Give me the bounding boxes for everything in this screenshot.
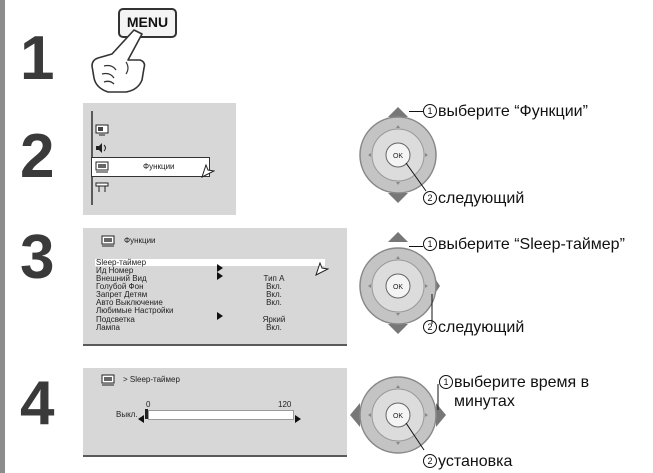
row-label-favorites[interactable]: Любимые Настройки bbox=[96, 306, 174, 315]
ok-label: OK bbox=[393, 284, 403, 291]
step-number-4: 4 bbox=[20, 369, 55, 438]
ok-label: OK bbox=[393, 153, 403, 160]
remote-pad-step4: OK bbox=[350, 376, 446, 454]
remote-pad-step2: OK bbox=[359, 107, 437, 203]
row-label-auto-off[interactable]: Авто Выключение bbox=[96, 298, 163, 307]
submenu-arrow-icon bbox=[217, 307, 223, 325]
menu-item-functions[interactable] bbox=[91, 157, 210, 177]
annotation-select-time-line2: минутах bbox=[454, 393, 515, 410]
picture-icon bbox=[95, 123, 109, 141]
slider-right-arrow-icon[interactable] bbox=[295, 410, 301, 428]
slider-max-label: 120 bbox=[278, 400, 292, 409]
row-value-auto-off: Вкл. bbox=[266, 298, 282, 307]
row-label-lamp[interactable]: Лампа bbox=[96, 323, 120, 332]
row-highlight bbox=[95, 259, 325, 266]
row-label-backlight[interactable]: Подсветка bbox=[96, 315, 135, 324]
slider-value-label: Выкл. bbox=[116, 410, 138, 419]
page-edge-bar bbox=[0, 0, 5, 473]
row-label-id[interactable]: Ид Номер bbox=[96, 266, 134, 275]
annotation-line bbox=[409, 246, 423, 247]
setup-icon bbox=[95, 180, 109, 198]
slider-left-arrow-icon[interactable] bbox=[138, 410, 144, 428]
sound-icon bbox=[95, 141, 109, 159]
row-value-backlight: Яркий bbox=[262, 315, 286, 324]
step-number-1: 1 bbox=[20, 24, 55, 93]
functions-icon bbox=[95, 160, 109, 178]
ok-label: OK bbox=[393, 413, 403, 420]
panel-bottom-line bbox=[83, 455, 347, 457]
row-value-lamp: Вкл. bbox=[266, 323, 282, 332]
step-number-3: 3 bbox=[20, 223, 55, 292]
menu-panel-step3 bbox=[83, 228, 347, 346]
functions-icon bbox=[101, 234, 115, 252]
row-value-appearance: Тип A bbox=[263, 274, 285, 283]
submenu-arrow-icon bbox=[217, 259, 223, 277]
menu-item-label: Функции bbox=[143, 162, 175, 171]
slider-track[interactable] bbox=[148, 410, 294, 420]
menu-button[interactable]: MENU bbox=[118, 8, 177, 38]
row-label-blue-bg[interactable]: Голубой Фон bbox=[96, 282, 144, 291]
cursor-arrow-icon bbox=[201, 163, 216, 183]
functions-icon bbox=[101, 373, 115, 391]
annotation-line bbox=[409, 111, 423, 112]
row-label-sleep-timer[interactable]: Sleep-таймер bbox=[96, 258, 147, 267]
slider-min-label: 0 bbox=[146, 400, 151, 409]
panel-header: > Sleep-таймер bbox=[123, 375, 180, 384]
remote-pad-step3: OK bbox=[359, 232, 440, 334]
panel-header: Функции bbox=[124, 236, 156, 245]
row-value-blue-bg: Вкл. bbox=[266, 282, 282, 291]
pointing-hand-icon bbox=[91, 29, 146, 93]
panel-bottom-line bbox=[83, 344, 347, 346]
cursor-arrow-icon bbox=[315, 261, 330, 281]
row-value-child-lock: Вкл. bbox=[266, 290, 282, 299]
step-number-2: 2 bbox=[20, 122, 55, 191]
slider-thumb[interactable] bbox=[145, 409, 148, 419]
submenu-arrow-icon bbox=[217, 267, 223, 285]
row-label-appearance[interactable]: Внешний Вид bbox=[96, 274, 147, 283]
row-label-child-lock[interactable]: Запрет Детям bbox=[96, 290, 148, 299]
